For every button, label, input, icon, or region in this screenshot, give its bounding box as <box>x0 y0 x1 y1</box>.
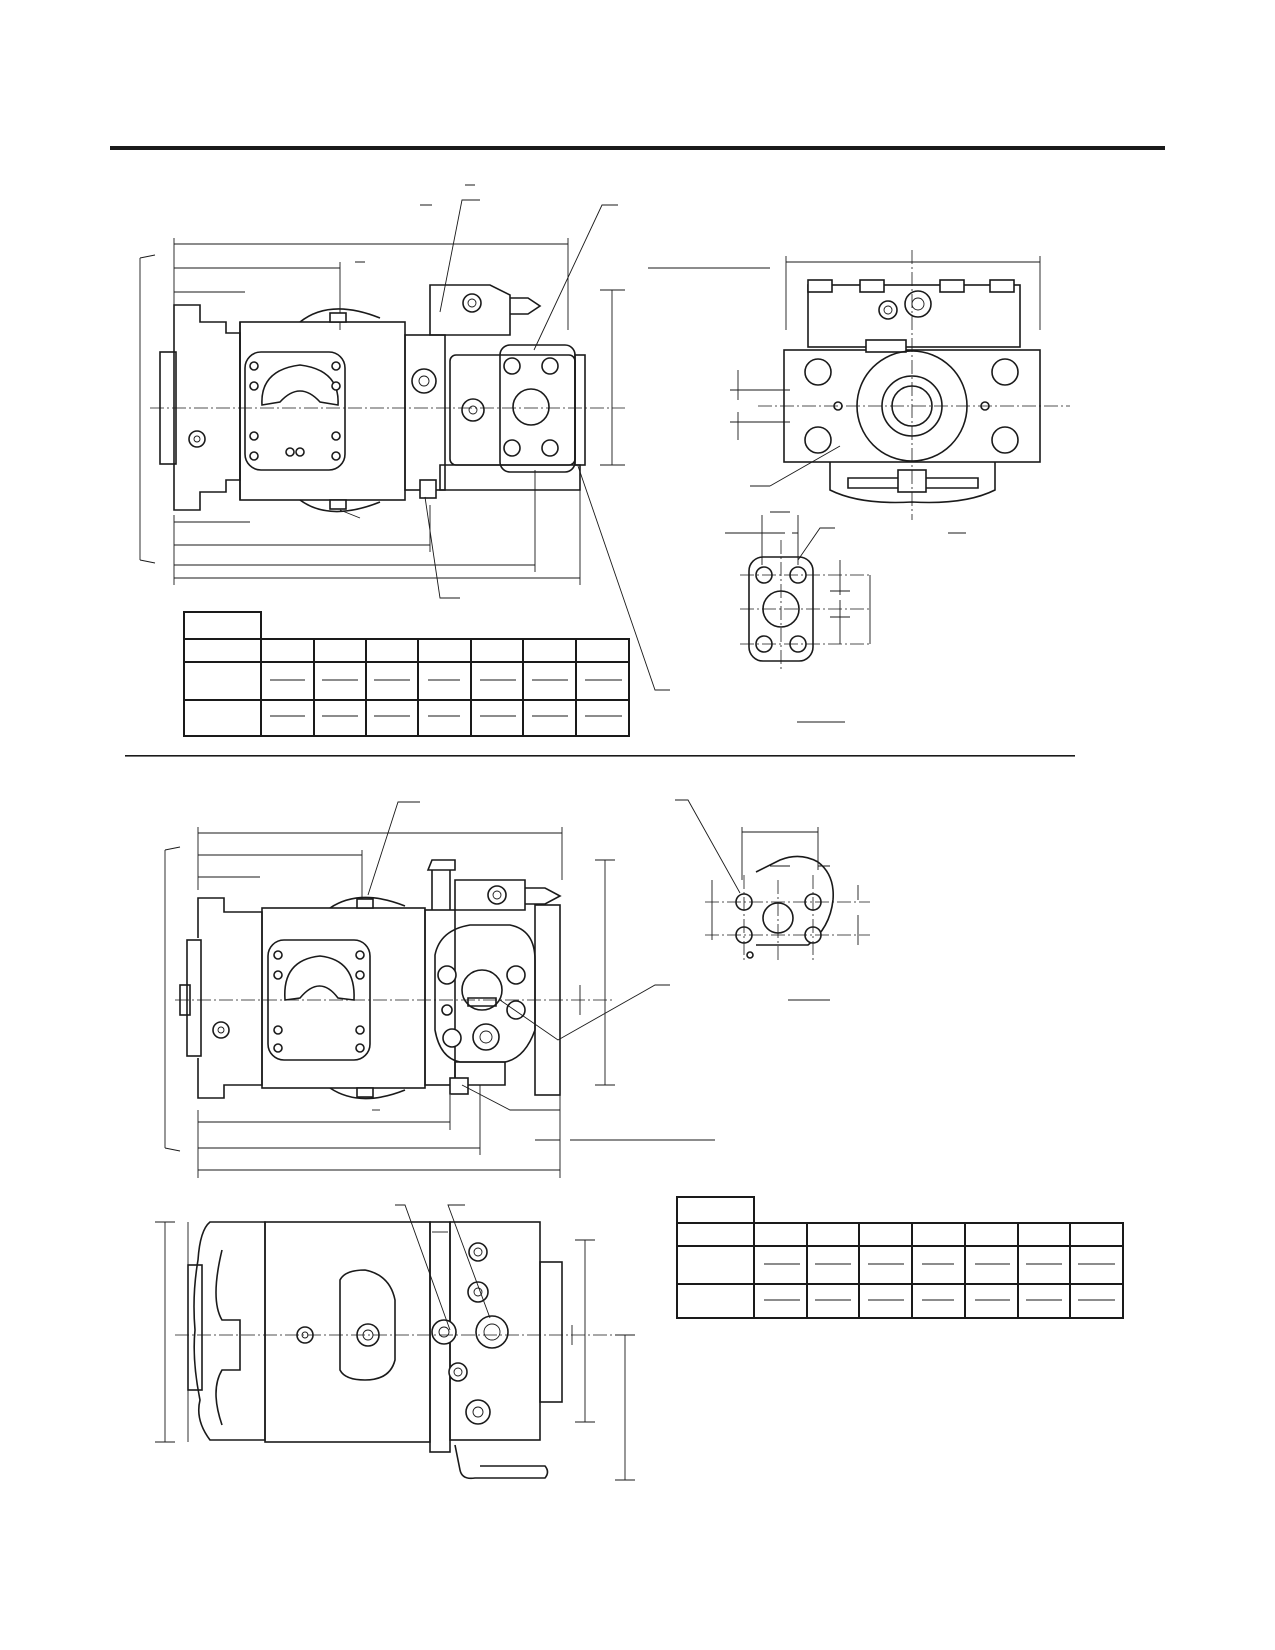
unit-2-port-detail <box>675 799 870 1001</box>
unit-1-side-view <box>139 184 670 691</box>
unit-1-end-view <box>648 250 1070 534</box>
section-rule <box>125 755 1075 757</box>
unit-1-port-detail <box>725 511 871 723</box>
dimension-table-1 <box>183 611 630 737</box>
unit-2-side-view <box>164 801 715 1178</box>
unit-2-top-view <box>155 1204 635 1481</box>
header-rule <box>110 146 1165 150</box>
dimension-table-2 <box>676 1196 1124 1319</box>
